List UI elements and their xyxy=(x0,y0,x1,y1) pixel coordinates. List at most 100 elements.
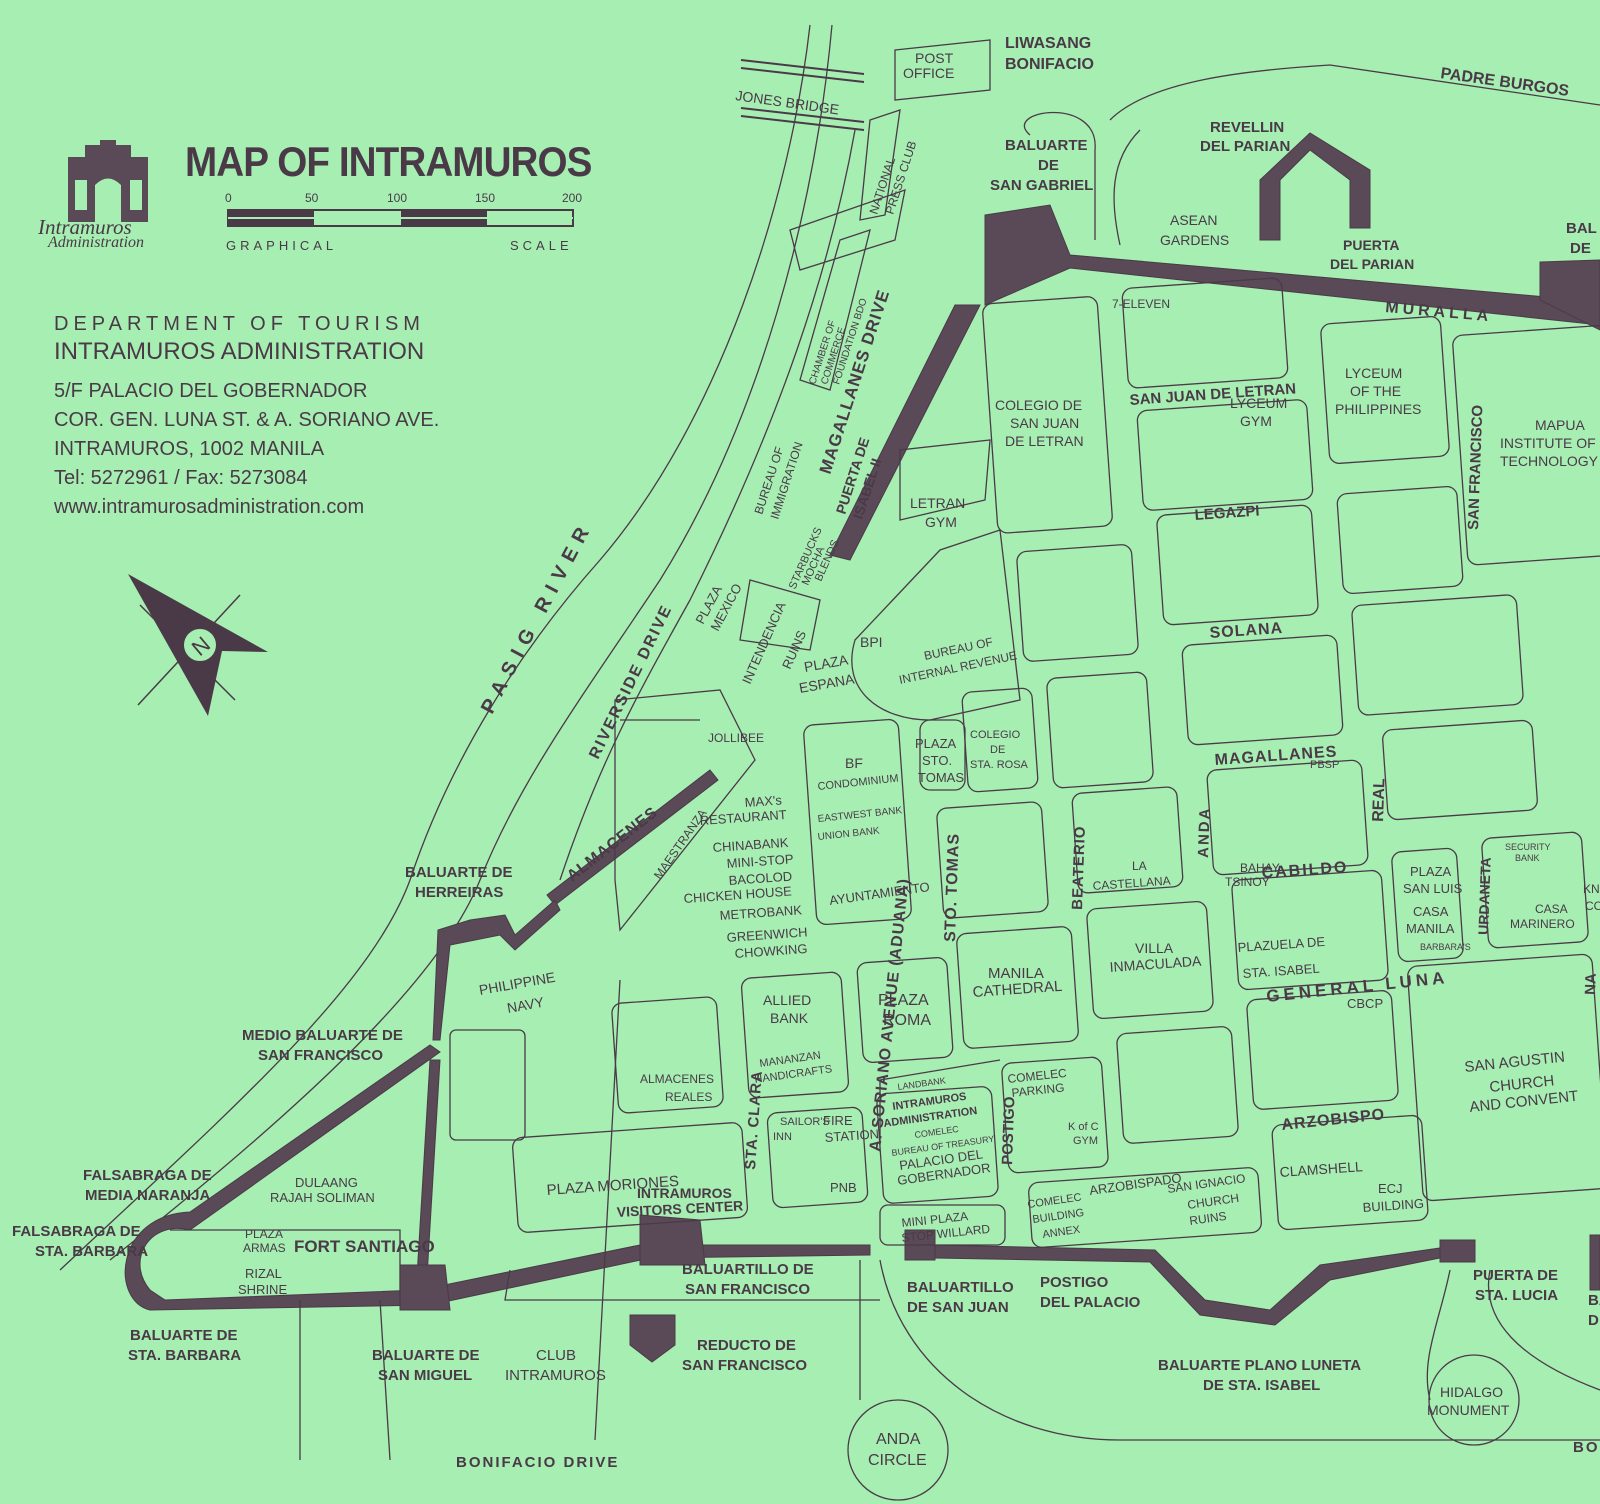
label-puerta-lucia-2: STA. LUCIA xyxy=(1475,1287,1558,1304)
label-sailors-1: SAILOR'S xyxy=(780,1116,830,1128)
label-anda: ANDA xyxy=(1195,806,1214,858)
label-san-gabriel-3: SAN GABRIEL xyxy=(990,177,1093,194)
label-almacenes-reales-1: ALMACENES xyxy=(640,1072,714,1086)
scale-label-scale: SCALE xyxy=(510,238,573,253)
label-lyceum-2: OF THE xyxy=(1350,383,1401,399)
label-falsa-barbara-2: STA. BARBARA xyxy=(35,1243,148,1260)
label-letran-1: COLEGIO DE xyxy=(995,397,1082,413)
label-baluarte-isabel-2: DE STA. ISABEL xyxy=(1203,1377,1320,1394)
label-ministop: MINI-STOP xyxy=(726,851,794,871)
label-visitors-2: VISITORS CENTER xyxy=(616,1197,743,1220)
label-falsa-naranja-1: FALSABRAGA DE xyxy=(83,1167,212,1184)
city-blocks xyxy=(170,39,1600,1501)
label-roma-2: ROMA xyxy=(883,1012,931,1029)
label-rizal-2: SHRINE xyxy=(238,1282,287,1297)
label-herreiras-2: HERREIRAS xyxy=(415,884,503,901)
label-letran-3: DE LETRAN xyxy=(1005,433,1084,449)
phone-fax: Tel: 5272961 / Fax: 5273084 xyxy=(54,467,308,489)
label-sto-tomas: STO. TOMAS xyxy=(942,833,963,943)
label-marinero-2: MARINERO xyxy=(1510,917,1575,931)
logo-subtext: Administration xyxy=(48,234,145,251)
label-beaterio: BEATERIO xyxy=(1069,825,1089,910)
label-roma-1: PLAZA xyxy=(878,992,929,1009)
label-clamshell: CLAMSHELL xyxy=(1279,1158,1363,1180)
intramuros-logo xyxy=(68,140,148,222)
label-baluarte-barbara-2: STA. BARBARA xyxy=(128,1347,241,1364)
label-pbsp: PBSP xyxy=(1310,759,1339,771)
label-postigo-palacio-1: POSTIGO xyxy=(1040,1274,1109,1291)
label-na: NA xyxy=(1582,973,1600,995)
label-real: REAL xyxy=(1370,778,1389,822)
label-san-luis-2: SAN LUIS xyxy=(1403,881,1463,896)
label-postigo-palacio-2: DEL PALACIO xyxy=(1040,1294,1141,1311)
label-post-office-2: OFFICE xyxy=(903,65,954,81)
compass-rose: N xyxy=(128,574,268,716)
label-san-francisco: SAN FRANCISCO xyxy=(1465,404,1486,530)
label-bal-2: DE xyxy=(1570,240,1591,257)
label-cathedral-1: MANILA xyxy=(988,965,1044,982)
label-ba-d-1: BA xyxy=(1588,1292,1600,1309)
label-pnb: PNB xyxy=(830,1180,857,1195)
label-revellin-2: DEL PARIAN xyxy=(1200,138,1290,155)
label-bahay-tsinoy-2: TSINOY xyxy=(1225,875,1270,889)
label-baluartillo-sf-1: BALUARTILLO DE xyxy=(682,1261,814,1278)
label-letran-gym-1: LETRAN xyxy=(910,495,965,511)
label-barbaras: BARBARA'S xyxy=(1420,942,1471,952)
label-parian-2: DEL PARIAN xyxy=(1330,256,1414,272)
label-post-office-1: POST xyxy=(915,50,954,66)
label-sta-clara: STA. CLARA xyxy=(742,1070,766,1171)
jones-bridge xyxy=(740,59,865,131)
scale-tick: 50 xyxy=(305,191,319,205)
label-kofc-2: GYM xyxy=(1073,1135,1098,1147)
label-chowking: CHOWKING xyxy=(734,941,808,961)
label-bonifacio-drive: BONIFACIO DRIVE xyxy=(456,1454,619,1471)
label-lyceum-3: PHILIPPINES xyxy=(1335,401,1421,417)
address-line: INTRAMUROS, 1002 MANILA xyxy=(54,438,325,460)
label-reducto-1: REDUCTO DE xyxy=(697,1337,796,1354)
label-asean-1: ASEAN xyxy=(1170,212,1217,228)
address-line: COR. GEN. LUNA ST. & A. SORIANO AVE. xyxy=(54,409,440,431)
label-herreiras-1: BALUARTE DE xyxy=(405,864,513,881)
label-plazuela-1: PLAZUELA DE xyxy=(1237,934,1326,955)
label-plaza-sto-tomas-1: PLAZA xyxy=(915,736,957,751)
label-club-1: CLUB xyxy=(536,1347,576,1364)
label-metrobank: METROBANK xyxy=(719,902,803,923)
label-postigo: POSTIGO xyxy=(999,1096,1018,1165)
label-mapua-3: TECHNOLOGY xyxy=(1500,453,1599,469)
label-castellana-2: CASTELLANA xyxy=(1092,874,1171,893)
label-cathedral-2: CATHEDRAL xyxy=(972,978,1063,1001)
label-allied-2: BANK xyxy=(770,1010,809,1026)
label-chinabank: CHINABANK xyxy=(712,835,789,855)
label-comelec-annex-3: ANNEX xyxy=(1042,1224,1082,1241)
department-name: DEPARTMENT OF TOURISM xyxy=(54,313,425,335)
scale-tick: 100 xyxy=(387,191,408,205)
label-dulaang-2: RAJAH SOLIMAN xyxy=(270,1190,375,1205)
label-san-luis-1: PLAZA xyxy=(1410,864,1452,879)
label-baluartillo-sf-2: SAN FRANCISCO xyxy=(685,1281,810,1298)
label-puerta-lucia-1: PUERTA DE xyxy=(1473,1267,1558,1284)
label-cabildo: CABILDO xyxy=(1261,859,1349,882)
label-san-gabriel-1: BALUARTE xyxy=(1005,137,1088,154)
label-baluarte-isabel-1: BALUARTE PLANO LUNETA xyxy=(1158,1357,1361,1374)
label-sta-rosa-1: COLEGIO xyxy=(970,729,1021,741)
label-san-ignacio-3: RUINS xyxy=(1188,1209,1227,1228)
label-medio-2: SAN FRANCISCO xyxy=(258,1047,383,1064)
label-letran-2: SAN JUAN xyxy=(1010,415,1079,431)
address-line: 5/F PALACIO DEL GOBERNADOR xyxy=(54,380,368,402)
label-baluarte-barbara-1: BALUARTE DE xyxy=(130,1327,238,1344)
label-cbcp: CBCP xyxy=(1347,996,1383,1011)
scale-tick: 150 xyxy=(475,191,496,205)
label-hidalgo-2: MONUMENT xyxy=(1427,1402,1510,1418)
label-legazpi: LEGAZPI xyxy=(1194,502,1260,523)
label-liwasang-1: LIWASANG xyxy=(1005,35,1091,52)
scale-bar xyxy=(227,209,574,227)
label-plaza-armas-1: PLAZA xyxy=(245,1227,283,1241)
label-ministop-willard-1: MINI PLAZA xyxy=(901,1209,969,1230)
label-navy-2: NAVY xyxy=(506,994,546,1016)
label-revellin-1: REVELLIN xyxy=(1210,119,1284,136)
label-baluartillo-sj-2: DE SAN JUAN xyxy=(907,1299,1009,1316)
label-marinero-1: CASA xyxy=(1535,902,1568,916)
website-url: www.intramurosadministration.com xyxy=(54,496,365,518)
label-fort-santiago: FORT SANTIAGO xyxy=(294,1237,435,1256)
label-lyceum-gym-1: LYCEUM xyxy=(1230,395,1287,411)
